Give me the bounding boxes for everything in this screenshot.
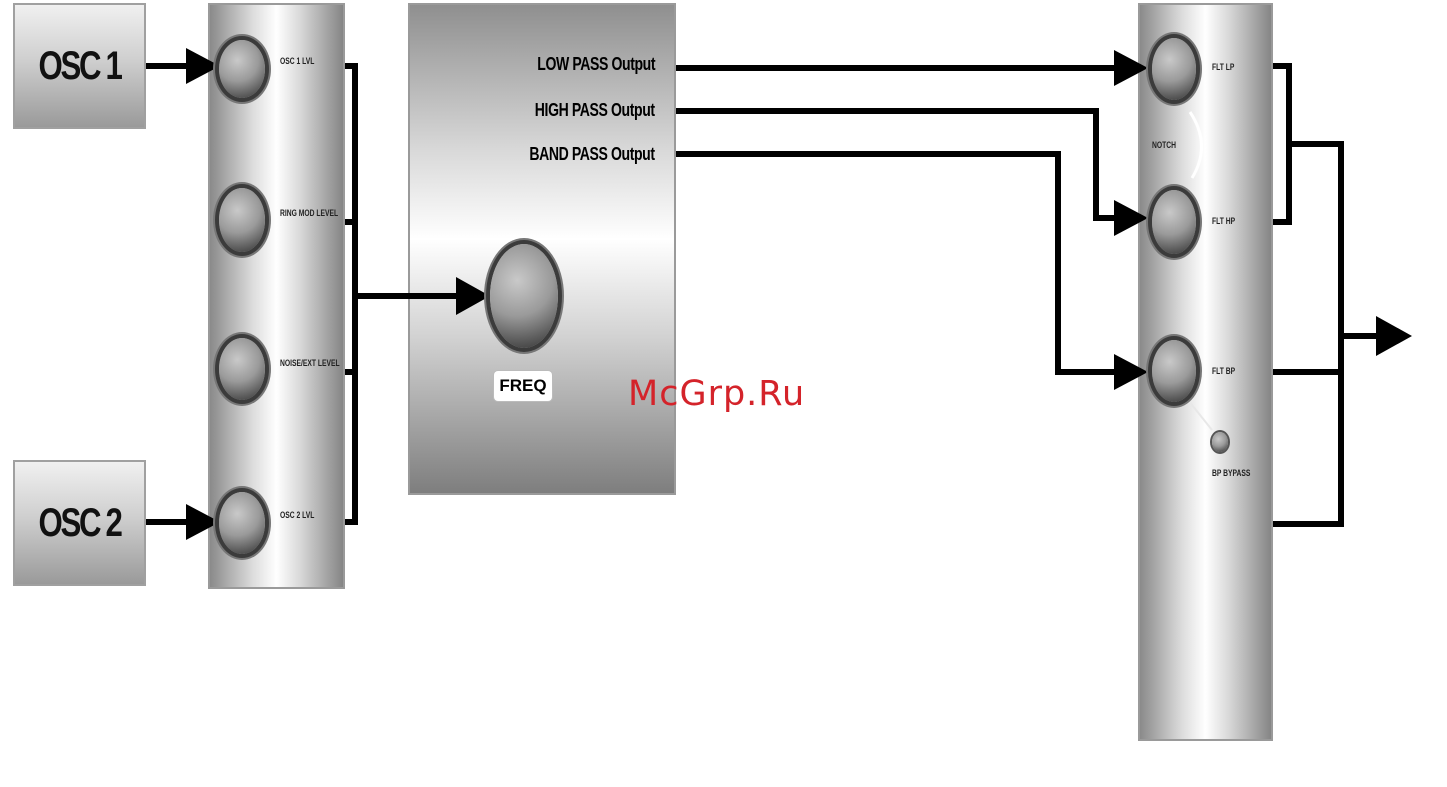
freq-label: FREQ [494,371,552,401]
low-pass-output-label: LOW PASS Output [537,54,655,75]
flt-bp-label: FLT BP [1212,366,1235,376]
flt-hp-label: FLT HP [1212,216,1235,226]
noise-ext-level-knob[interactable] [219,338,265,400]
watermark: McGrp.Ru [628,374,805,414]
flt-hp-knob[interactable] [1152,190,1196,254]
noise-ext-level-label: NOISE/EXT LEVEL [280,358,340,368]
flt-lp-label: FLT LP [1212,62,1234,72]
high-pass-output-label: HIGH PASS Output [535,100,655,121]
bp-bypass-label: BP BYPASS [1212,468,1250,478]
notch-label: NOTCH [1152,140,1176,150]
ring-mod-level-knob[interactable] [219,188,265,252]
flt-bp-knob[interactable] [1152,340,1196,402]
band-pass-output-label: BAND PASS Output [530,144,655,165]
osc2-level-knob[interactable] [219,492,265,554]
ring-mod-level-label: RING MOD LEVEL [280,208,338,218]
freq-knob[interactable] [490,244,558,348]
flt-lp-knob[interactable] [1152,38,1196,100]
osc2-level-label: OSC 2 LVL [280,510,314,520]
osc1-level-label: OSC 1 LVL [280,56,314,66]
bp-bypass-knob[interactable] [1212,432,1228,452]
osc1-level-knob[interactable] [219,40,265,98]
